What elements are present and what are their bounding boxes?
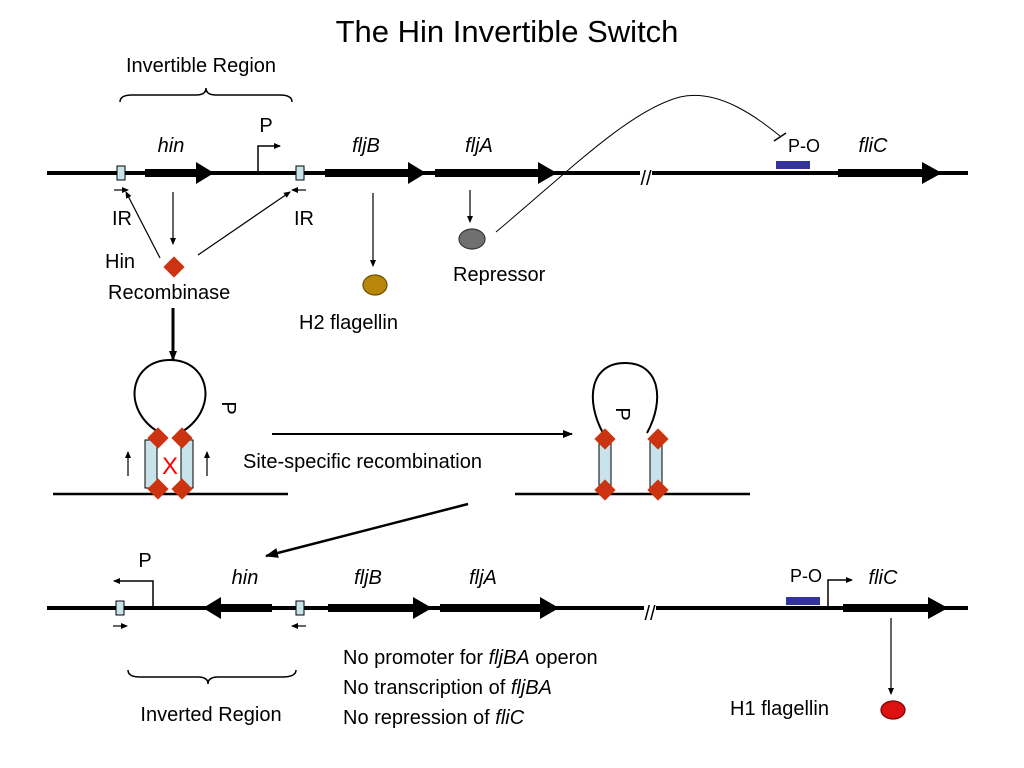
to-inverted-arrow bbox=[265, 502, 469, 558]
repression-curve bbox=[495, 95, 781, 233]
hin-recombinase-icon bbox=[163, 256, 185, 278]
gene-arrow-fljA-bottom bbox=[440, 597, 559, 619]
ir-site-right bbox=[295, 165, 305, 181]
gene-arrow-fliC-bottom bbox=[843, 597, 948, 619]
po-label-top: P-O bbox=[788, 136, 820, 156]
bottom-construct: // hin fljB fljA fliC P P-O Inverted Reg… bbox=[47, 550, 968, 729]
recombinase-label-line2: Recombinase bbox=[108, 282, 230, 304]
crossover-mark: X bbox=[162, 453, 178, 480]
dna-loop-right bbox=[591, 361, 659, 434]
dna-loop-left bbox=[133, 358, 207, 434]
po-box-top bbox=[776, 161, 810, 169]
repression-bar bbox=[773, 132, 787, 142]
invertible-region-brace bbox=[119, 87, 293, 103]
ir-label-left: IR bbox=[112, 208, 132, 230]
po-label-bottom: P-O bbox=[790, 566, 822, 586]
h2-flagellin-icon bbox=[362, 274, 388, 296]
promoter-label-loop-right: P bbox=[611, 407, 633, 420]
promoter-arrow-top bbox=[257, 143, 281, 171]
top-construct: Invertible Region // IR IR hin fljB fljA… bbox=[47, 55, 968, 361]
gene-arrow-hin bbox=[145, 162, 214, 184]
note-no-promoter: No promoter for fljBA operon bbox=[343, 647, 598, 669]
gene-label-fljA-bottom: fljA bbox=[469, 567, 497, 589]
fliC-promoter-arrow bbox=[827, 577, 853, 606]
gene-label-hin: hin bbox=[158, 135, 185, 157]
repressor-label: Repressor bbox=[453, 264, 546, 286]
break-mark-top: // bbox=[640, 168, 652, 190]
ir-label-right: IR bbox=[294, 208, 314, 230]
gene-arrow-fljB-bottom bbox=[328, 597, 432, 619]
promoter-arrow-bottom bbox=[113, 578, 154, 606]
gene-arrow-fliC bbox=[838, 162, 942, 184]
gene-label-fljB-bottom: fljB bbox=[354, 567, 382, 589]
inverted-region-label: Inverted Region bbox=[140, 704, 281, 726]
recombination-step: X P Site-specific recombination P bbox=[53, 358, 750, 558]
repressor-icon bbox=[458, 228, 486, 250]
ir-site-right-bottom bbox=[295, 600, 305, 616]
gene-arrow-hin-inverted bbox=[203, 597, 272, 619]
ir-site-left bbox=[116, 165, 126, 181]
gene-arrow-fljA bbox=[435, 162, 557, 184]
diagram-title: The Hin Invertible Switch bbox=[336, 14, 679, 49]
promoter-label-top: P bbox=[259, 115, 272, 137]
h1-flagellin-label: H1 flagellin bbox=[730, 698, 829, 720]
recombination-label: Site-specific recombination bbox=[243, 451, 482, 473]
break-mark-bottom: // bbox=[644, 603, 656, 625]
gene-label-fljA: fljA bbox=[465, 135, 493, 157]
po-box-bottom bbox=[786, 597, 820, 605]
promoter-label-loop-left: P bbox=[217, 401, 239, 414]
recombinase-to-ir-left bbox=[125, 191, 161, 259]
h2-flagellin-label: H2 flagellin bbox=[299, 312, 398, 334]
note-no-repression: No repression of fliC bbox=[343, 707, 525, 729]
gene-label-hin-bottom: hin bbox=[232, 567, 259, 589]
ir-site-left-bottom bbox=[115, 600, 125, 616]
note-no-transcription: No transcription of fljBA bbox=[343, 677, 552, 699]
recombinase-label-line1: Hin bbox=[105, 251, 135, 273]
gene-label-fliC-bottom: fliC bbox=[869, 567, 898, 589]
gene-arrow-fljB bbox=[325, 162, 426, 184]
h1-flagellin-icon bbox=[880, 700, 906, 720]
gene-label-fljB: fljB bbox=[352, 135, 380, 157]
gene-label-fliC: fliC bbox=[859, 135, 888, 157]
promoter-label-bottom: P bbox=[138, 550, 151, 572]
invertible-region-label: Invertible Region bbox=[126, 55, 276, 77]
recombinase-to-ir-right bbox=[197, 191, 291, 256]
inverted-region-brace bbox=[127, 669, 297, 685]
